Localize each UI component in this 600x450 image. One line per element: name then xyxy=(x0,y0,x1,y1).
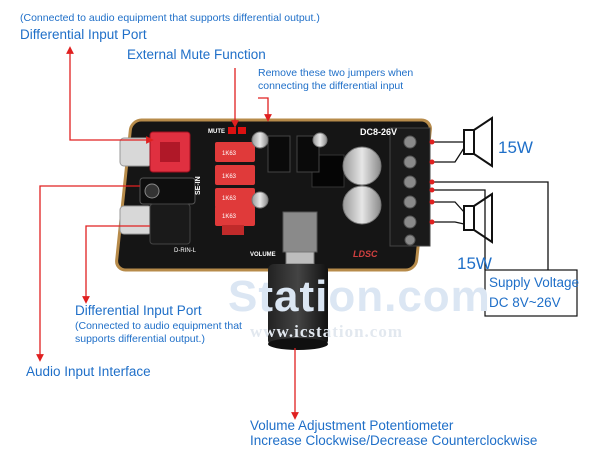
jumper-note-line1: Remove these two jumpers when xyxy=(258,67,414,79)
annotation-arrows xyxy=(36,46,299,420)
supply-voltage-box xyxy=(484,269,578,317)
terminal-dots xyxy=(429,139,435,225)
electrolytic-capacitors xyxy=(251,131,382,225)
audio-jack-3p5 xyxy=(139,177,196,205)
watermark-url: www.icstation.com xyxy=(250,322,403,341)
screw-terminal-block xyxy=(389,127,431,247)
top-note: (Connected to audio equipment that suppo… xyxy=(20,12,320,24)
amplifier-chip xyxy=(267,135,345,188)
volume-pot-line2: Increase Clockwise/Decrease Counterclock… xyxy=(250,433,538,448)
cap-label-4: 1K63 xyxy=(222,214,237,220)
board-drinl-label: D-RIN-L xyxy=(174,248,197,254)
jumper-note-line2: connecting the differential input xyxy=(258,80,404,92)
board-volume-label: VOLUME xyxy=(250,252,276,258)
mute-jumper xyxy=(228,127,246,134)
rca-jack-bottom xyxy=(119,203,191,245)
watermark-main: Station.com xyxy=(228,272,491,321)
diff-note-line1: (Connected to audio equipment that xyxy=(75,320,242,332)
volume-pot-line1: Volume Adjustment Potentiometer xyxy=(250,418,454,433)
differential-input-port-top: Differential Input Port xyxy=(20,27,147,42)
external-mute-label: External Mute Function xyxy=(127,47,266,62)
cap-label-1: 1K63 xyxy=(222,151,237,157)
board-logo: LDSC xyxy=(353,249,378,259)
board-dc-label: DC8-26V xyxy=(360,127,397,137)
supply-voltage-line1: Supply Voltage xyxy=(489,275,580,290)
film-capacitors xyxy=(215,142,255,235)
audio-input-interface-label: Audio Input Interface xyxy=(26,364,151,379)
board-sein-label: SE-IN xyxy=(195,176,202,195)
output-wires xyxy=(430,141,549,270)
diff-note-line2: supports differential output.) xyxy=(75,333,205,345)
board-mute-label: MUTE xyxy=(208,129,225,135)
power-label-bottom: 15W xyxy=(457,254,492,273)
speaker-top-icon xyxy=(463,116,493,168)
differential-input-port-bottom: Differential Input Port xyxy=(75,303,202,318)
speaker-bottom-icon xyxy=(463,192,493,244)
supply-voltage-line2: DC 8V~26V xyxy=(489,295,561,310)
power-label-top: 15W xyxy=(498,138,533,157)
cap-label-2: 1K63 xyxy=(222,174,237,180)
rca-jack-top xyxy=(119,131,191,173)
volume-potentiometer xyxy=(268,211,328,350)
cap-label-3: 1K63 xyxy=(222,196,237,202)
